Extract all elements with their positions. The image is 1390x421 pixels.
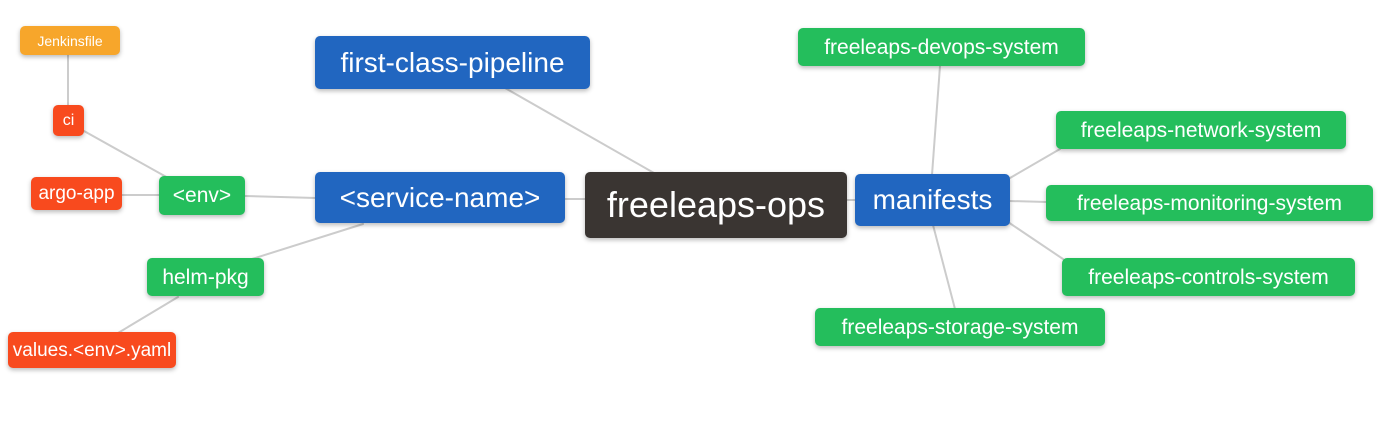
node-freeleaps-storage-system[interactable]: freeleaps-storage-system <box>815 308 1105 346</box>
node-service-name[interactable]: <service-name> <box>315 172 565 223</box>
edge-manifests-freeleaps-storage-system <box>932 224 956 310</box>
node-argo-app[interactable]: argo-app <box>31 177 122 210</box>
edge-manifests-freeleaps-devops-system <box>931 65 941 176</box>
node-helm-pkg[interactable]: helm-pkg <box>147 258 264 296</box>
edge-env-service-name <box>244 195 317 199</box>
node-freeleaps-monitoring-system[interactable]: freeleaps-monitoring-system <box>1046 185 1373 221</box>
node-ci[interactable]: ci <box>53 105 84 136</box>
node-freeleaps-devops-system[interactable]: freeleaps-devops-system <box>798 28 1085 66</box>
node-manifests[interactable]: manifests <box>855 174 1010 226</box>
edge-manifests-freeleaps-controls-system <box>1007 221 1064 260</box>
edge-manifests-freeleaps-monitoring-system <box>1008 200 1048 203</box>
edge-values-env-yaml-helm-pkg <box>117 296 179 334</box>
node-env[interactable]: <env> <box>159 176 245 215</box>
edge-manifests-freeleaps-network-system <box>1009 148 1061 179</box>
node-freeleaps-ops[interactable]: freeleaps-ops <box>585 172 847 238</box>
node-freeleaps-network-system[interactable]: freeleaps-network-system <box>1056 111 1346 149</box>
node-freeleaps-controls-system[interactable]: freeleaps-controls-system <box>1062 258 1355 296</box>
node-values-env-yaml[interactable]: values.<env>.yaml <box>8 332 176 368</box>
node-jenkinsfile[interactable]: Jenkinsfile <box>20 26 120 55</box>
edge-helm-pkg-service-name <box>251 223 364 260</box>
edge-first-class-pipeline-freeleaps-ops <box>504 87 655 174</box>
edge-ci-env <box>83 130 171 180</box>
node-first-class-pipeline[interactable]: first-class-pipeline <box>315 36 590 89</box>
